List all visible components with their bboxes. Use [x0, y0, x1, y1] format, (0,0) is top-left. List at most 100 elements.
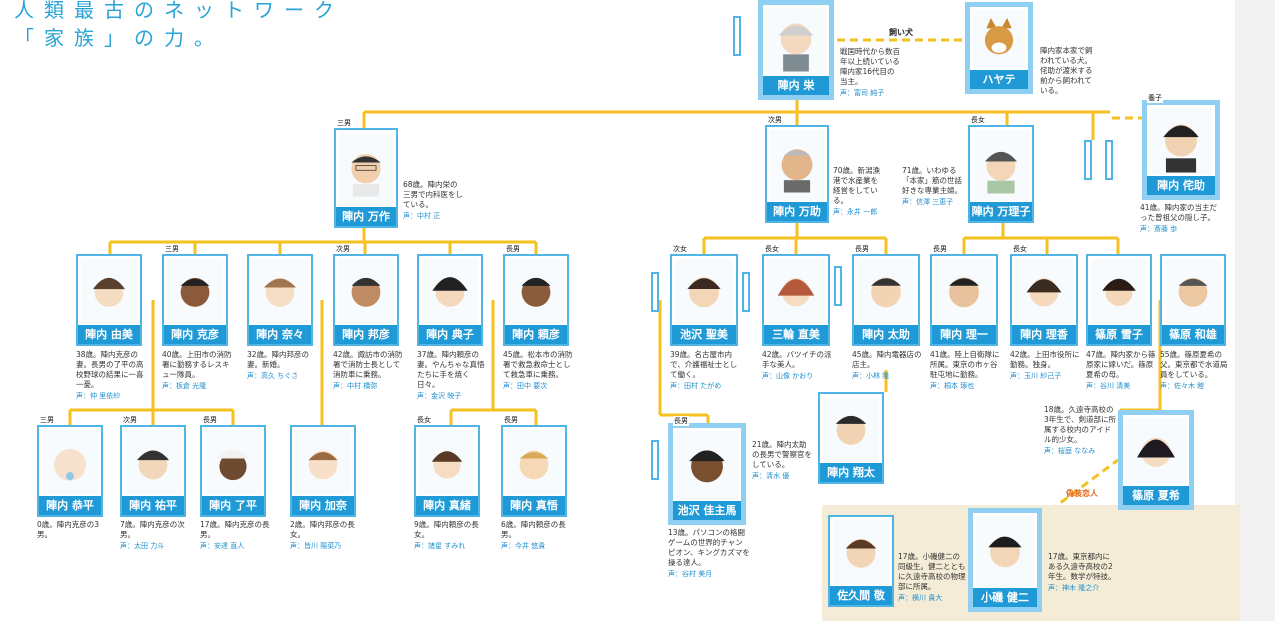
va-kazuma: 声：谷村 美月	[668, 570, 713, 578]
sibling-bracket	[834, 266, 842, 306]
portrait-nana	[252, 259, 308, 324]
name-kyohei: 陣内 恭平	[39, 496, 101, 515]
desc-block-ryohei: 17歳。陣内克彦の長男。声：安達 直人	[200, 520, 270, 551]
portrait-ryohei	[205, 430, 261, 495]
name-yumi: 陣内 由美	[78, 325, 140, 344]
portrait-mao	[419, 430, 475, 495]
card-shota[interactable]: 陣内 翔太	[818, 392, 884, 484]
desc-sakae: 戦国時代から数百年以上続いている陣内家16代目の当主。	[840, 47, 900, 86]
card-yorihiko[interactable]: 長男 陣内 頼彦	[503, 244, 569, 346]
name-kazuo: 篠原 和雄	[1162, 325, 1224, 344]
relation-kazuma: 長男	[673, 416, 689, 426]
card-kenji[interactable]: 小磯 健二	[968, 508, 1042, 612]
va-naomi: 声：山像 かおり	[762, 372, 814, 380]
name-riichi: 陣内 理一	[932, 325, 996, 344]
card-natsuki[interactable]: 篠原 夏希	[1118, 410, 1194, 510]
desc-block-nana: 32歳。陣内邦彦の妻。新婚。声：高久 ちぐさ	[247, 350, 317, 381]
relation-mansuke: 次男	[767, 115, 783, 125]
relation-yorihiko: 長男	[505, 244, 521, 254]
name-shota: 陣内 翔太	[820, 463, 882, 482]
desc-katsuhiko: 40歳。上田市の消防署に勤務するレスキュー隊員。	[162, 350, 232, 379]
desc-mansuke: 70歳。新潟漁港で水産業を経営をしている。	[833, 166, 881, 205]
desc-block-mansaku: 68歳。陣内栄の三男で内科医をしている。声：中村 正	[403, 180, 463, 221]
relation-wabisuke: 養子	[1147, 93, 1163, 103]
portrait-shota	[823, 397, 879, 462]
desc-kyohei: 0歳。陣内克彦の3男。	[37, 520, 100, 539]
relation-mansaku: 三男	[336, 118, 352, 128]
desc-yuhei: 7歳。陣内克彦の次男。	[120, 520, 185, 539]
card-wabisuke[interactable]: 養子 陣内 侘助	[1142, 93, 1220, 200]
desc-block-yukiko: 47歳。陣内家から篠原家に嫁いだ。篠原夏希の母。声：谷川 清美	[1086, 350, 1156, 391]
name-wabisuke: 陣内 侘助	[1147, 176, 1215, 195]
name-ryohei: 陣内 了平	[202, 496, 264, 515]
name-yuhei: 陣内 祐平	[122, 496, 184, 515]
card-tasuke[interactable]: 長男 陣内 太助	[852, 244, 920, 346]
desc-yorihiko: 45歳。松本市の消防署で救急救命士として救急車に乗務。	[503, 350, 573, 379]
va-tasuke: 声：小林 隆	[852, 372, 890, 380]
desc-block-noriko: 37歳。陣内頼彦の妻。やんちゃな真悟たちに手を焼く日々。声：金沢 映子	[417, 350, 487, 401]
va-kiyomi: 声：田村 たがめ	[670, 382, 722, 390]
portrait-riichi	[935, 259, 993, 324]
name-mansaku: 陣内 万作	[336, 207, 396, 226]
card-kazuma[interactable]: 長男 池沢 佳主馬	[668, 416, 746, 525]
desc-sakuma: 17歳。小磯健二の同級生。健二とともに久遠寺高校の物理部に所属。	[898, 552, 966, 591]
relation-rika: 長女	[1012, 244, 1028, 254]
va-mansaku: 声：中村 正	[403, 212, 441, 220]
name-mariko: 陣内 万理子	[970, 202, 1032, 221]
card-sakae[interactable]: 陣内 栄	[758, 0, 834, 100]
card-mariko[interactable]: 長女 陣内 万理子	[968, 115, 1034, 223]
card-sakuma[interactable]: 佐久間 敬	[828, 515, 894, 607]
va-kana: 声：皆川 陽菜乃	[290, 542, 342, 550]
card-hayate[interactable]: ハヤテ	[965, 2, 1033, 94]
card-naomi[interactable]: 長女 三輪 直美	[762, 244, 830, 346]
sibling-bracket	[1105, 140, 1113, 180]
desc-hayate: 陣内家本家で飼われている犬。侘助が渡米する前から飼われている。	[1040, 46, 1093, 95]
portrait-wabisuke	[1150, 108, 1212, 175]
card-yuhei[interactable]: 次男 陣内 祐平	[120, 415, 186, 517]
desc-block-shota: 21歳。陣内太助の長男で警察官をしている。声：清水 優	[752, 440, 814, 481]
name-sakuma: 佐久間 敬	[830, 586, 892, 605]
va-yumi: 声：仲 里依紗	[76, 392, 121, 400]
portrait-yumi	[81, 259, 137, 324]
relation-naomi: 長女	[764, 244, 780, 254]
card-shingo[interactable]: 長男 陣内 真悟	[501, 415, 567, 517]
card-kiyomi[interactable]: 次女 池沢 聖美	[670, 244, 738, 346]
portrait-katsuhiko	[167, 259, 223, 324]
card-ryohei[interactable]: 長男 陣内 了平	[200, 415, 266, 517]
card-mansaku[interactable]: 三男 陣内 万作	[334, 118, 398, 228]
desc-block-natsuki: 18歳。久遠寺高校の3年生で、剣道部に所属する校内のアイドル的少女。声：桜庭 な…	[1044, 405, 1116, 456]
card-kazuo[interactable]: 篠原 和雄	[1160, 254, 1226, 346]
relation-katsuhiko: 三男	[164, 244, 180, 254]
tagline-line-1: 人類最古のネットワーク	[14, 0, 344, 22]
card-rika[interactable]: 長女 陣内 理香	[1010, 244, 1078, 346]
card-mansuke[interactable]: 次男 陣内 万助	[765, 115, 829, 223]
card-nana[interactable]: 陣内 奈々	[247, 254, 313, 346]
va-rika: 声：玉川 紗己子	[1010, 372, 1062, 380]
portrait-kyohei	[42, 430, 98, 495]
name-mansuke: 陣内 万助	[767, 202, 827, 221]
card-noriko[interactable]: 陣内 典子	[417, 254, 483, 346]
desc-nana: 32歳。陣内邦彦の妻。新婚。	[247, 350, 310, 369]
desc-block-hayate: 陣内家本家で飼われている犬。侘助が渡米する前から飼われている。	[1040, 46, 1098, 96]
desc-block-kiyomi: 39歳。名古屋市内で、介護福祉士として働く。声：田村 たがめ	[670, 350, 740, 391]
card-yumi[interactable]: 陣内 由美	[76, 254, 142, 346]
desc-block-shingo: 6歳。陣内頼彦の長男。声：今井 悠貴	[501, 520, 571, 551]
desc-natsuki: 18歳。久遠寺高校の3年生で、剣道部に所属する校内のアイドル的少女。	[1044, 405, 1116, 444]
sibling-bracket	[742, 272, 750, 312]
card-katsuhiko[interactable]: 三男 陣内 克彦	[162, 244, 228, 346]
card-riichi[interactable]: 長男 陣内 理一	[930, 244, 998, 346]
card-yukiko[interactable]: 篠原 雪子	[1086, 254, 1152, 346]
desc-wabisuke: 41歳。陣内家の当主だった曾祖父の隠し子。	[1140, 203, 1218, 222]
fake-lovers-edge-label: 偽装恋人	[1066, 489, 1098, 498]
card-kyohei[interactable]: 三男 陣内 恭平	[37, 415, 103, 517]
desc-block-yumi: 38歳。陣内克彦の妻。長男の了平の高校野球の結果に一喜一憂。声：仲 里依紗	[76, 350, 146, 401]
portrait-yorihiko	[508, 259, 564, 324]
portrait-shingo	[506, 430, 562, 495]
name-nana: 陣内 奈々	[249, 325, 311, 344]
desc-block-kazuma: 13歳。パソコンの格闘ゲームの世界的チャンピオン、キングカズマを操る達人。声：谷…	[668, 528, 750, 579]
card-mao[interactable]: 長女 陣内 真緒	[414, 415, 480, 517]
card-kana[interactable]: 陣内 加奈	[290, 425, 356, 517]
portrait-yukiko	[1091, 259, 1147, 324]
card-kunihiko[interactable]: 次男 陣内 邦彦	[333, 244, 399, 346]
relation-shingo: 長男	[503, 415, 519, 425]
